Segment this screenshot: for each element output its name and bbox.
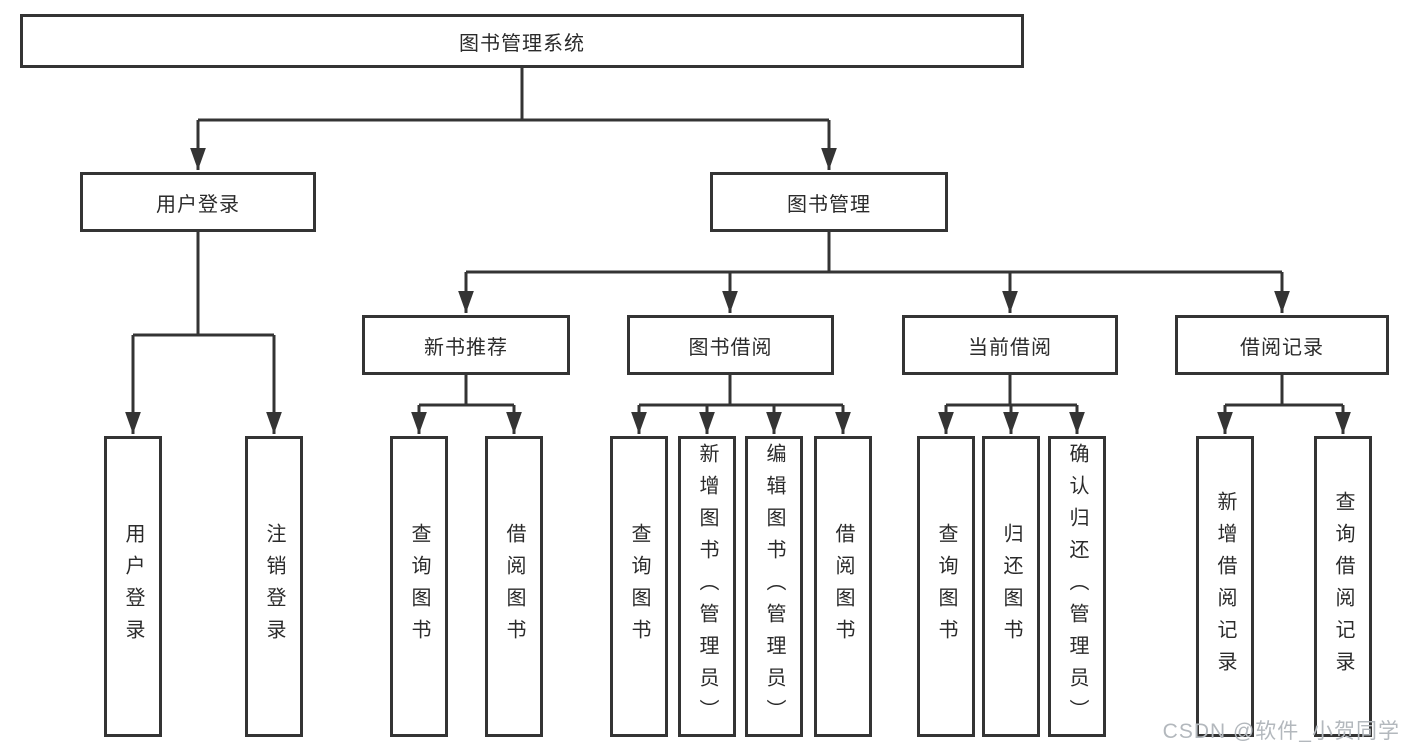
leaf-label: 查询借阅记录 (1332, 490, 1354, 683)
leaf-query-books-recommend: 查询图书 (390, 436, 448, 737)
connector-borrow-records-to-leaves (1217, 375, 1351, 434)
node-label: 新书推荐 (424, 336, 508, 359)
leaf-edit-books-admin: 编辑图书（管理员） (745, 436, 803, 737)
leaf-label: 查询图书 (408, 522, 430, 651)
leaf-user-login: 用户登录 (104, 436, 162, 737)
leaf-label: 查询图书 (628, 522, 650, 651)
leaf-add-borrow-record: 新增借阅记录 (1196, 436, 1254, 737)
leaf-label: 新增借阅记录 (1214, 490, 1236, 683)
connector-user-login-to-leaves (125, 232, 282, 434)
node-label: 图书借阅 (688, 336, 773, 359)
csdn-watermark: CSDN @软件_小贺同学 (1162, 720, 1400, 743)
leaf-borrow-books-recommend: 借阅图书 (485, 436, 543, 737)
leaf-query-books-borrowing: 查询图书 (610, 436, 668, 737)
connector-book-borrow-to-leaves (631, 375, 851, 434)
node-label: 用户登录 (156, 193, 240, 216)
leaf-label: 注销登录 (263, 522, 285, 651)
connector-current-borrow-to-leaves (938, 375, 1085, 434)
leaf-query-borrow-record: 查询借阅记录 (1314, 436, 1372, 737)
node-borrowing-records: 借阅记录 (1175, 315, 1389, 375)
leaf-add-books-admin: 新增图书（管理员） (678, 436, 736, 737)
leaf-label: 查询图书 (935, 522, 957, 651)
leaf-label: 确认归还（管理员） (1066, 442, 1088, 731)
node-library-management-system: 图书管理系统 (20, 14, 1024, 68)
connector-new-book-to-leaves (411, 375, 522, 434)
node-user-login: 用户登录 (80, 172, 316, 232)
leaf-return-books: 归还图书 (982, 436, 1040, 737)
leaf-confirm-return-admin: 确认归还（管理员） (1048, 436, 1106, 737)
node-book-borrowing: 图书借阅 (627, 315, 834, 375)
leaf-label: 借阅图书 (503, 522, 525, 651)
leaf-label: 用户登录 (122, 522, 144, 651)
leaf-logout: 注销登录 (245, 436, 303, 737)
connector-root-to-level2 (190, 68, 837, 170)
node-new-book-recommendation: 新书推荐 (362, 315, 570, 375)
leaf-label: 编辑图书（管理员） (763, 442, 785, 731)
node-label: 借阅记录 (1240, 336, 1324, 359)
node-current-borrowing: 当前借阅 (902, 315, 1118, 375)
node-label: 图书管理 (787, 193, 871, 216)
leaf-query-books-current: 查询图书 (917, 436, 975, 737)
leaf-borrow-books-borrowing: 借阅图书 (814, 436, 872, 737)
node-label: 当前借阅 (968, 336, 1052, 359)
leaf-label: 归还图书 (1000, 522, 1022, 651)
leaf-label: 借阅图书 (832, 522, 854, 651)
leaf-label: 新增图书（管理员） (696, 442, 718, 731)
node-label: 图书管理系统 (459, 32, 585, 55)
node-book-management: 图书管理 (710, 172, 948, 232)
connector-book-management-to-level3 (458, 232, 1290, 313)
